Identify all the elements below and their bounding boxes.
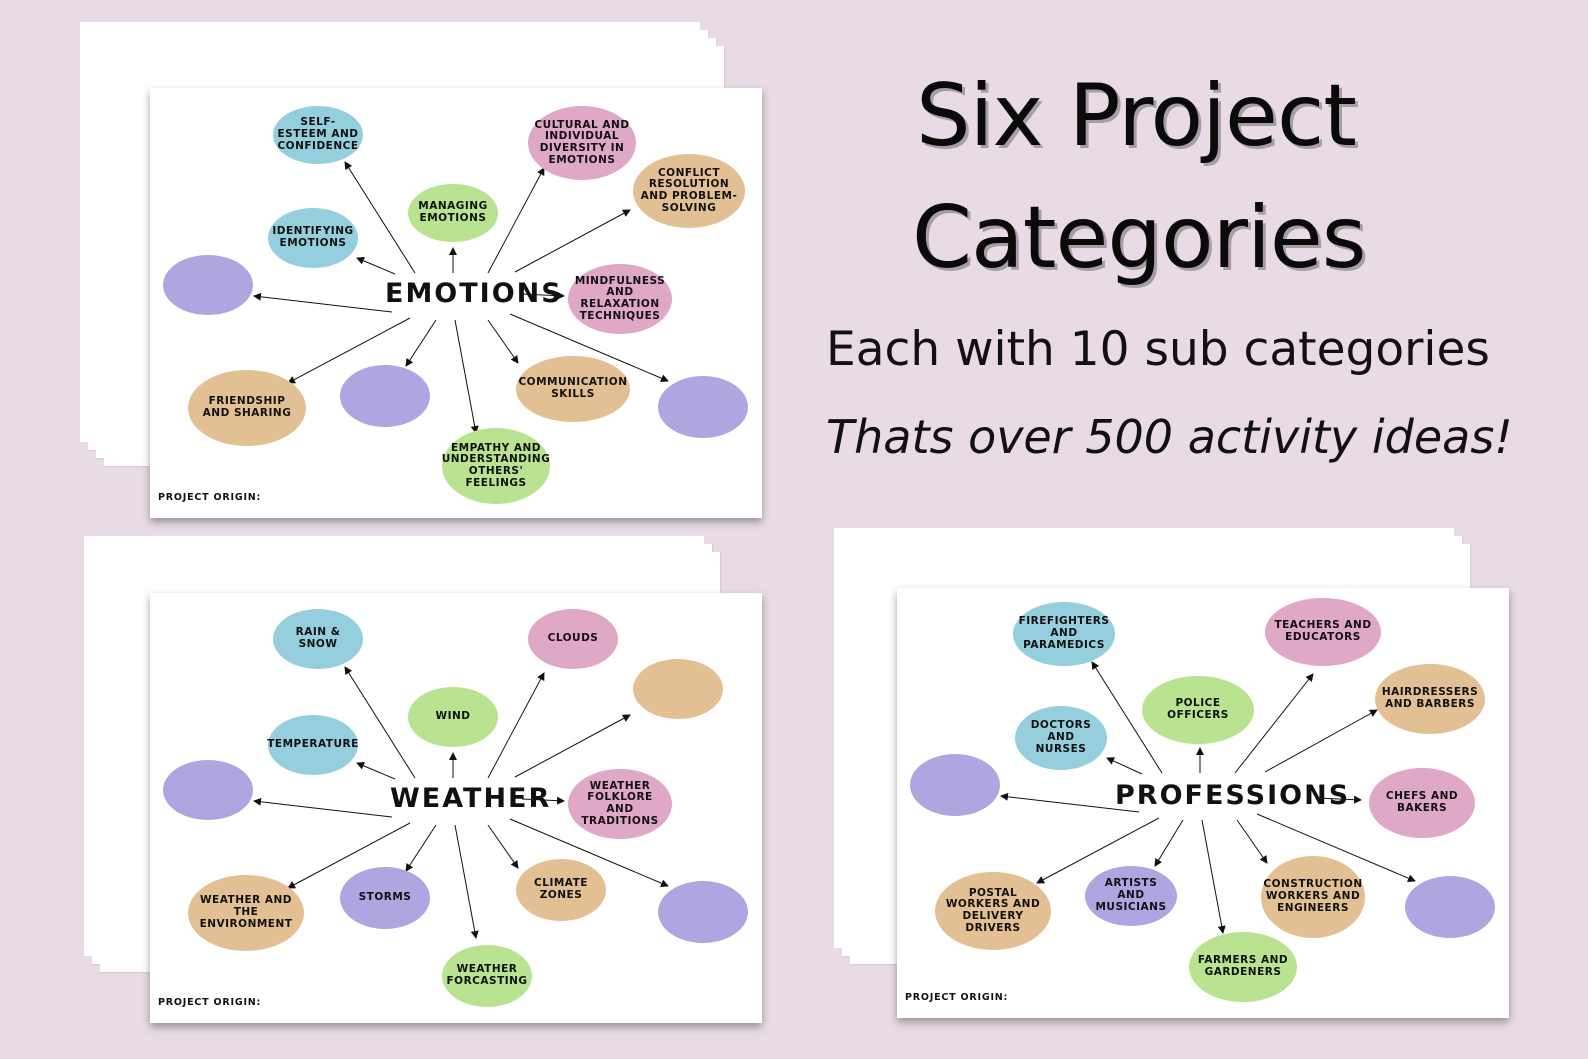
- headline-line-2: Categories: [912, 188, 1367, 288]
- node-wind: WIND: [408, 687, 498, 747]
- node-temperature: TEMPERATURE: [267, 715, 358, 775]
- node-artists: ARTISTS AND MUSICIANS: [1085, 866, 1177, 926]
- weather-card: WEATHER RAIN & SNOW WIND CLOUDS TEMPERAT…: [150, 593, 762, 1023]
- professions-card: PROFESSIONS FIREFIGHTERS AND PARAMEDICS …: [897, 588, 1509, 1018]
- node-teachers: TEACHERS AND EDUCATORS: [1265, 598, 1381, 666]
- node-communication: COMMUNICATION SKILLS: [516, 356, 630, 422]
- node-environment: WEATHER AND THE ENVIRONMENT: [188, 875, 304, 951]
- node-doctors: DOCTORS AND NURSES: [1015, 706, 1107, 770]
- tagline: Thats over 500 activity ideas!: [826, 410, 1513, 464]
- node-firefighters: FIREFIGHTERS AND PARAMEDICS: [1013, 602, 1115, 666]
- node-blank-right: [658, 881, 748, 943]
- weather-arrows: [253, 666, 669, 939]
- node-forecasting: WEATHER FORCASTING: [442, 945, 532, 1007]
- node-farmers: FARMERS AND GARDENERS: [1189, 932, 1297, 1002]
- node-hairdressers: HAIRDRESSERS AND BARBERS: [1375, 664, 1485, 734]
- node-blank-right: [1405, 876, 1495, 938]
- node-blank-left: [163, 760, 253, 820]
- node-climate-zones: CLIMATE ZONES: [516, 859, 606, 921]
- node-cultural-diversity: CULTURAL AND INDIVIDUAL DIVERSITY IN EMO…: [528, 106, 636, 180]
- weather-title: WEATHER: [390, 783, 552, 814]
- emotions-arrows: [253, 161, 669, 434]
- project-origin-label: PROJECT ORIGIN:: [158, 997, 262, 1008]
- node-rain-snow: RAIN & SNOW: [273, 609, 363, 669]
- node-folklore: WEATHER FOLKLORE AND TRADITIONS: [568, 769, 672, 839]
- node-blank-center: [340, 365, 430, 427]
- node-construction: CONSTRUCTION WORKERS AND ENGINEERS: [1261, 856, 1365, 938]
- node-blank-right: [658, 376, 748, 438]
- node-self-esteem: SELF-ESTEEM AND CONFIDENCE: [273, 106, 363, 164]
- node-chefs: CHEFS AND BAKERS: [1369, 768, 1475, 838]
- node-storms: STORMS: [340, 867, 430, 929]
- emotions-title: EMOTIONS: [385, 278, 563, 309]
- node-clouds: CLOUDS: [528, 609, 618, 669]
- node-identifying-emotions: IDENTIFYING EMOTIONS: [268, 208, 358, 268]
- project-origin-label: PROJECT ORIGIN:: [158, 492, 262, 503]
- node-blank-tan: [633, 659, 723, 719]
- subtitle: Each with 10 sub categories: [826, 322, 1490, 377]
- emotions-card: EMOTIONS SELF-ESTEEM AND CONFIDENCE MANA…: [150, 88, 762, 518]
- node-mindfulness: MINDFULNESS AND RELAXATION TECHNIQUES: [568, 264, 672, 334]
- node-postal: POSTAL WORKERS AND DELIVERY DRIVERS: [935, 872, 1051, 950]
- headline-line-1: Six Project: [916, 66, 1357, 166]
- node-blank-left: [163, 255, 253, 315]
- node-police: POLICE OFFICERS: [1142, 676, 1254, 744]
- node-friendship: FRIENDSHIP AND SHARING: [188, 370, 306, 446]
- project-origin-label: PROJECT ORIGIN:: [905, 992, 1009, 1003]
- professions-title: PROFESSIONS: [1115, 780, 1351, 811]
- node-blank-left: [910, 754, 1000, 816]
- node-conflict-resolution: CONFLICT RESOLUTION AND PROBLEM-SOLVING: [633, 154, 745, 228]
- node-managing-emotions: MANAGING EMOTIONS: [408, 184, 498, 242]
- professions-arrows: [1000, 661, 1416, 934]
- node-empathy: EMPATHY AND UNDERSTANDING OTHERS' FEELIN…: [442, 428, 550, 504]
